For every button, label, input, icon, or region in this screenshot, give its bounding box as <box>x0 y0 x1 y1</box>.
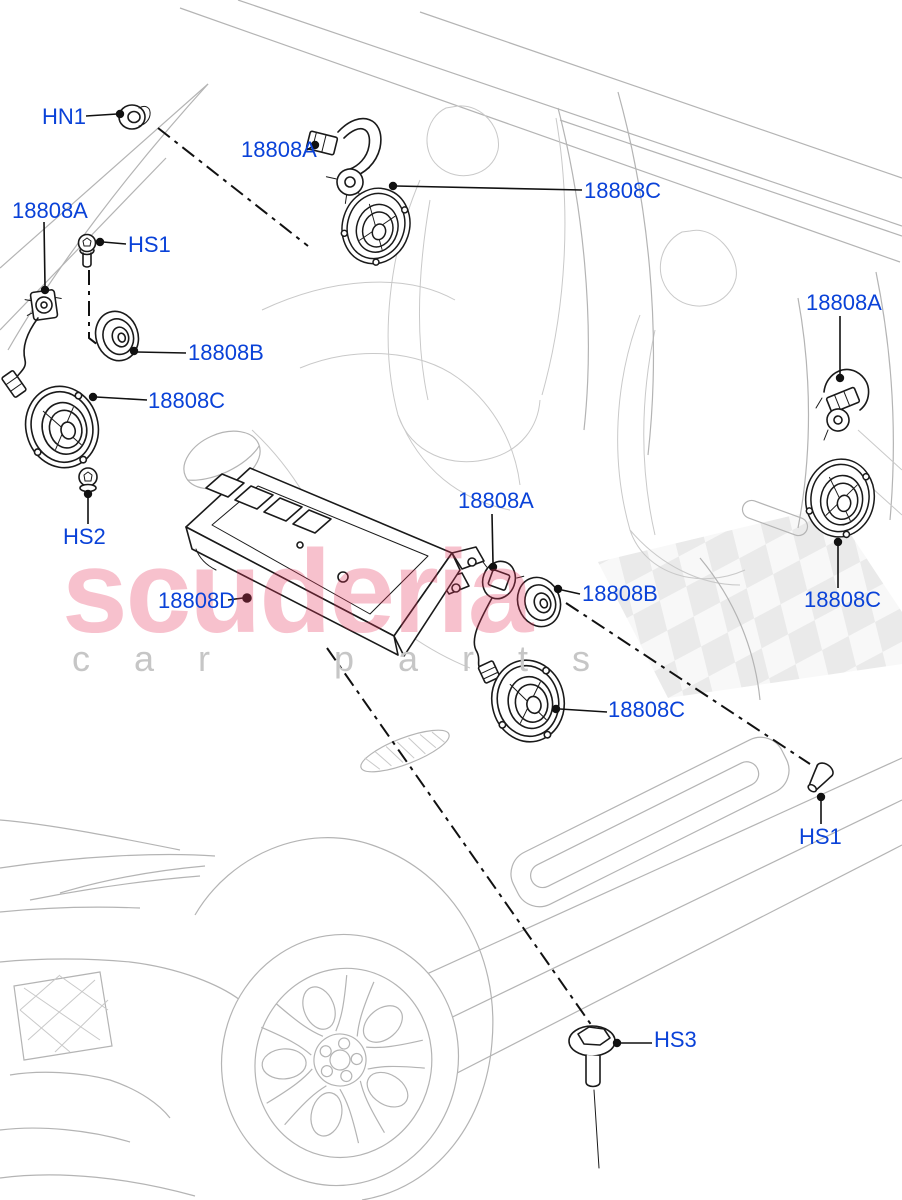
checkered-flag-watermark <box>598 506 902 698</box>
tweeter-left-18808a <box>1 289 62 398</box>
callout-hs1-right[interactable]: HS1 <box>799 824 842 849</box>
sill-plate <box>510 736 790 908</box>
callout-hs3[interactable]: HS3 <box>654 1027 697 1052</box>
speaker-large-left <box>15 377 109 477</box>
callout-hs2[interactable]: HS2 <box>63 524 106 549</box>
screw-hs1-left <box>77 233 97 268</box>
callout-18808a-left[interactable]: 18808A <box>12 198 88 223</box>
callout-18808a-right[interactable]: 18808A <box>806 290 882 315</box>
grille <box>13 971 113 1061</box>
callout-18808c-left[interactable]: 18808C <box>148 388 226 413</box>
screw-hs1-right <box>807 762 834 793</box>
front-wheel <box>220 933 460 1187</box>
assembly-dash-lines <box>88 127 811 1027</box>
callout-18808c-top[interactable]: 18808C <box>584 178 662 203</box>
callout-18808a-center[interactable]: 18808A <box>458 488 534 513</box>
tweeter-right-18808a <box>815 368 870 441</box>
speaker-small-center <box>509 570 569 634</box>
callout-18808d[interactable]: 18808D <box>158 588 236 613</box>
screw-hs2 <box>78 467 98 493</box>
fender-vent <box>360 729 450 773</box>
callout-18808c-center[interactable]: 18808C <box>608 697 686 722</box>
bolt-hs3 <box>568 1025 616 1169</box>
callout-18808b-left[interactable]: 18808B <box>188 340 264 365</box>
callout-18808b-center[interactable]: 18808B <box>582 581 658 606</box>
tweeter-center-18808a <box>473 560 525 684</box>
callout-18808a-top[interactable]: 18808A <box>241 137 317 162</box>
callout-hs1-left[interactable]: HS1 <box>128 232 171 257</box>
callout-18808c-right[interactable]: 18808C <box>804 587 882 612</box>
callout-hn1[interactable]: HN1 <box>42 104 87 129</box>
callout-leader-lines <box>40 109 845 1048</box>
speaker-small-left <box>88 304 146 368</box>
push-pin-clip-hn1 <box>118 104 151 130</box>
amplifier-18808d <box>185 467 485 657</box>
speaker-large-center <box>483 652 573 750</box>
door-handle <box>741 499 809 537</box>
